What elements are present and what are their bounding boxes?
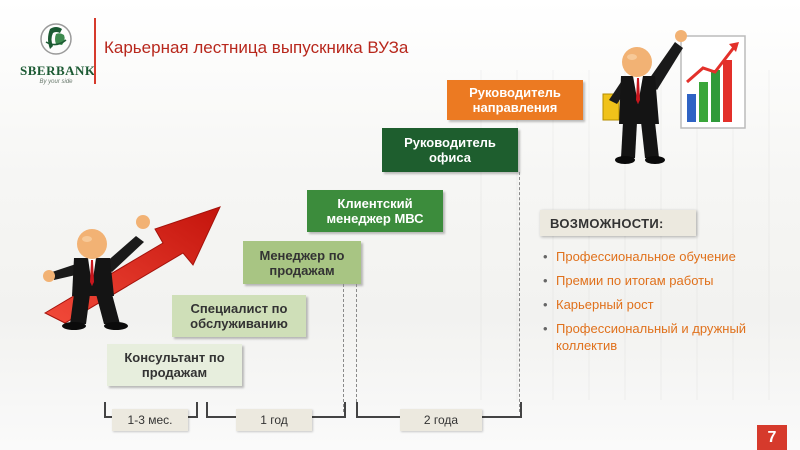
ladder-step-consultant: Консультант по продажам <box>107 344 242 386</box>
list-item: Профессиональный и дружный коллектив <box>543 320 783 354</box>
businessman-figure-left-icon <box>43 215 150 330</box>
duration-label: 1 год <box>236 409 312 431</box>
timeline-guide-line <box>519 172 520 412</box>
logo-tagline: By your side <box>39 79 73 85</box>
duration-label: 1-3 мес. <box>112 409 188 431</box>
duration-label: 2 года <box>400 409 482 431</box>
ladder-step-office-head: Руководитель офиса <box>382 128 518 172</box>
slide-title: Карьерная лестница выпускника ВУЗа <box>104 38 409 57</box>
header-divider <box>94 18 96 84</box>
timeline-guide-line <box>356 284 357 412</box>
list-item: Премии по итогам работы <box>543 272 783 289</box>
list-item: Профессиональное обучение <box>543 248 783 265</box>
businessman-figure-right-icon <box>602 30 746 164</box>
timeline-guide-line <box>343 284 344 412</box>
ladder-step-sales-manager: Менеджер по продажам <box>243 241 361 284</box>
ladder-step-department-head: Руководитель направления <box>447 80 583 120</box>
sberbank-emblem-icon <box>40 23 72 55</box>
logo-wordmark: SBERBANK <box>20 63 96 78</box>
opportunities-list: Профессиональное обучение Премии по итог… <box>543 248 783 361</box>
page-number: 7 <box>757 425 787 450</box>
ladder-step-service-specialist: Специалист по обслуживанию <box>172 295 306 337</box>
opportunities-heading: ВОЗМОЖНОСТИ: <box>540 210 696 236</box>
list-item: Карьерный рост <box>543 296 783 313</box>
ladder-step-client-manager: Клиентский менеджер МВС <box>307 190 443 232</box>
sberbank-logo: SBERBANK By your side <box>20 22 96 85</box>
